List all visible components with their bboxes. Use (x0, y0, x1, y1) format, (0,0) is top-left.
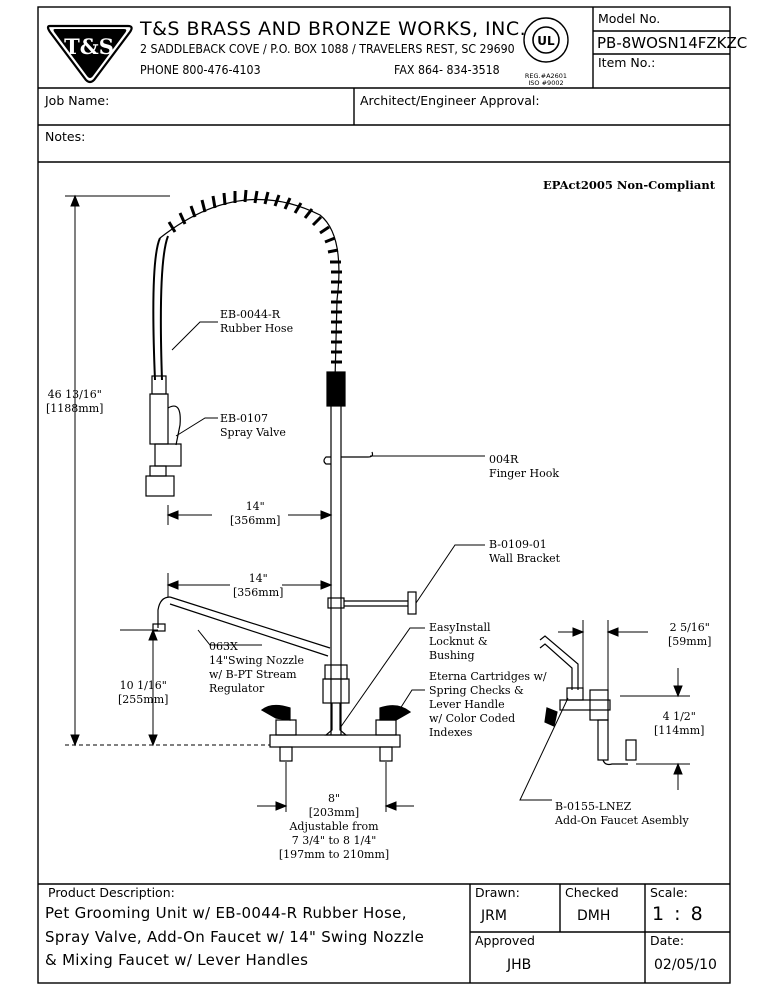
product-description-label: Product Description: (48, 885, 175, 900)
scale-value: 1 : 8 (652, 903, 705, 925)
svg-text:ISO #9002: ISO #9002 (528, 79, 563, 87)
compliance-note: EPAct2005 Non-Compliant (543, 178, 716, 192)
notes-label: Notes: (45, 129, 86, 144)
model-value: PB-8WOSN14FZKZC (597, 34, 748, 52)
job-name-label: Job Name: (45, 93, 110, 108)
drawn-label: Drawn: (475, 885, 520, 900)
company-name: T&S BRASS AND BRONZE WORKS, INC. (140, 18, 527, 40)
scale-label: Scale: (650, 885, 688, 900)
product-description: Pet Grooming Unit w/ EB-0044-R Rubber Ho… (45, 904, 425, 969)
faucet-illustration (145, 189, 637, 766)
date-label: Date: (650, 933, 685, 948)
dim-height: 46 13/16"[1188mm] (46, 388, 104, 415)
dim-reach-lower: 14"[356mm] (233, 572, 284, 599)
item-label: Item No.: (598, 55, 656, 70)
dim-addon-height: 4 1/2"[114mm] (654, 710, 705, 737)
drawn-value: JRM (481, 908, 507, 924)
svg-text:REG.#A2601: REG.#A2601 (525, 72, 567, 80)
leader-lines (171, 321, 569, 801)
dim-nozzle-height: 10 1/16"[255mm] (118, 679, 169, 706)
dimension-lines (65, 194, 690, 812)
outer-frame (37, 6, 731, 984)
approved-label: Approved (475, 933, 535, 948)
dim-addon-width: 2 5/16"[59mm] (668, 621, 712, 648)
svg-text:UL: UL (537, 34, 555, 48)
ts-logo: T&S (46, 24, 133, 84)
approval-label: Architect/Engineer Approval: (360, 93, 540, 108)
ul-badge: UL REG.#A2601 ISO #9002 (523, 17, 569, 87)
checked-value: DMH (577, 908, 611, 924)
callout-cartridges: Eterna Cartridges w/Spring Checks &Lever… (429, 670, 547, 739)
dim-reach-upper: 14"[356mm] (230, 500, 281, 527)
spring-coil (167, 189, 342, 364)
company-fax: FAX 864- 834-3518 (394, 63, 500, 77)
company-address: 2 SADDLEBACK COVE / P.O. BOX 1088 / TRAV… (140, 42, 515, 56)
date-value: 02/05/10 (654, 957, 717, 973)
svg-text:T&S: T&S (64, 34, 114, 59)
company-phone: PHONE 800-476-4103 (140, 63, 261, 77)
model-label: Model No. (598, 11, 661, 26)
approved-value: JHB (507, 957, 532, 973)
checked-label: Checked (565, 885, 619, 900)
